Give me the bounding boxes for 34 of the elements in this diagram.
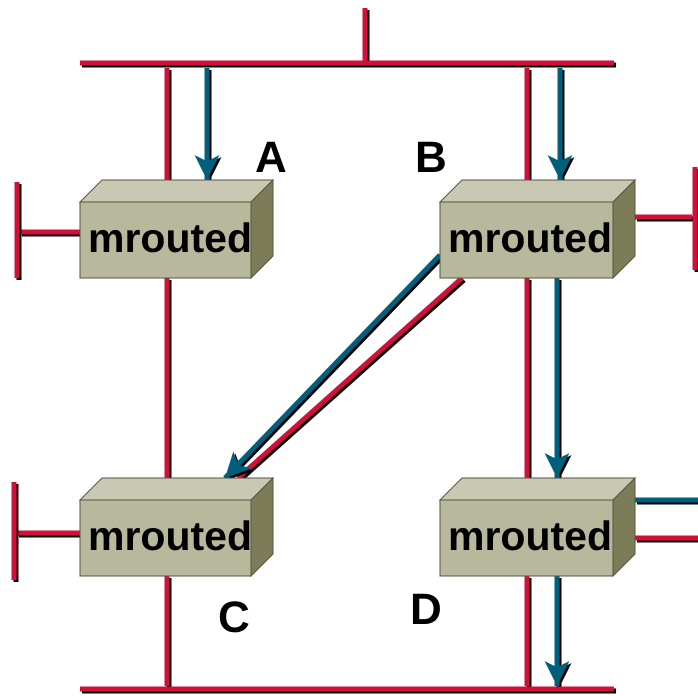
flow-arrow: [194, 68, 220, 180]
network-link: [524, 576, 530, 686]
router-name: mrouted: [88, 516, 252, 557]
network-link: [635, 498, 698, 502]
network-segment: [80, 8, 614, 68]
flow-arrow: [548, 68, 572, 180]
router-name: mrouted: [448, 218, 612, 259]
network-link: [164, 68, 170, 180]
router-label: A: [255, 136, 287, 180]
router-name: mrouted: [448, 516, 612, 557]
network-link: [524, 68, 530, 180]
router-label: C: [218, 596, 250, 640]
router-box: [80, 180, 273, 278]
flow-arrow: [544, 576, 570, 686]
network-link: [236, 276, 464, 480]
router-label: D: [410, 588, 442, 632]
network-link: [164, 576, 170, 686]
network-segment: [11, 482, 17, 580]
network-link: [164, 278, 170, 478]
router-box: [440, 478, 635, 576]
router-label: B: [415, 136, 447, 180]
network-segment: [14, 182, 20, 278]
flow-arrow: [223, 253, 442, 480]
router-box: [440, 180, 635, 278]
network-link: [20, 230, 80, 234]
router-name: mrouted: [88, 218, 252, 259]
flow-arrow: [544, 278, 570, 478]
network-link: [635, 214, 692, 220]
network-link: [17, 530, 80, 536]
network-link: [524, 278, 530, 478]
router-box: [80, 478, 273, 576]
network-link: [635, 536, 698, 540]
network-segment: [692, 167, 698, 270]
network-segment: [80, 686, 614, 694]
